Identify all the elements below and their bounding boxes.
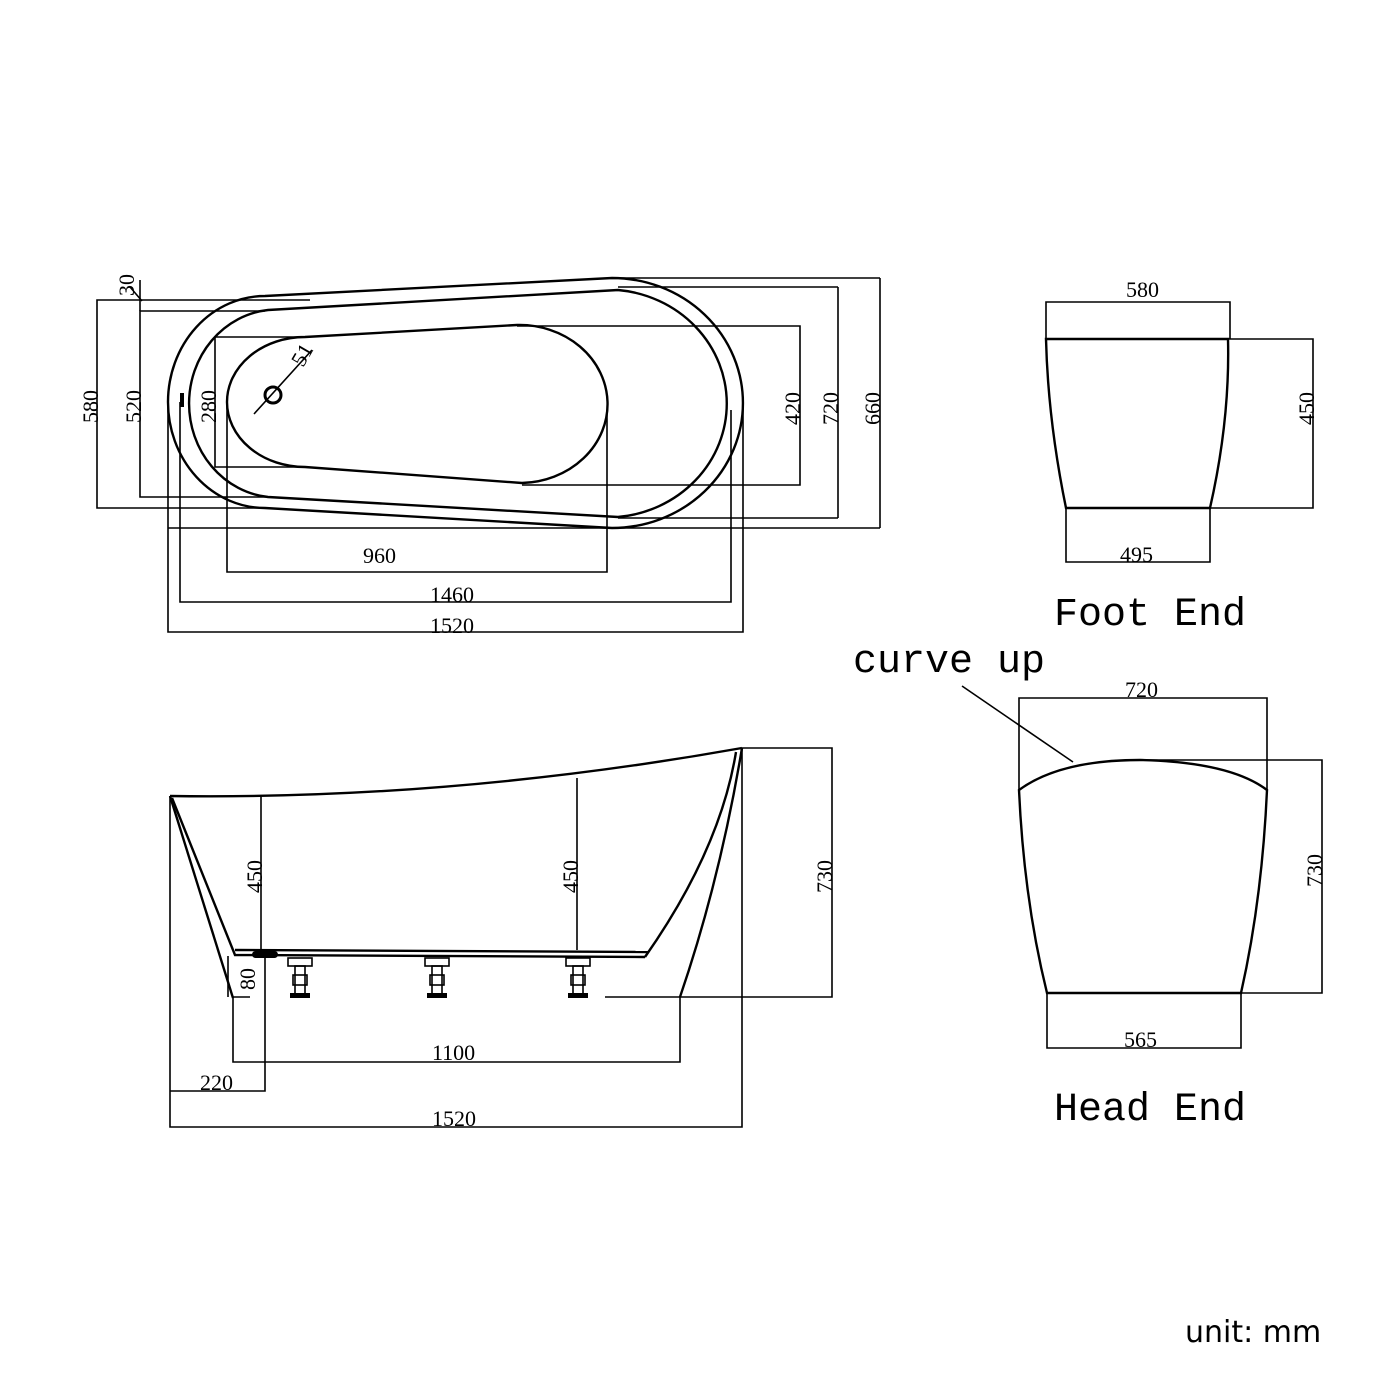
head-end-title: Head End [1054, 1088, 1246, 1133]
dim-660: 660 [860, 392, 885, 425]
dim-head-565: 565 [1124, 1027, 1157, 1052]
dim-450-right: 450 [558, 860, 583, 893]
dim-1460: 1460 [430, 582, 474, 607]
dim-520: 520 [121, 390, 146, 423]
head-end-view: curve up 720 565 730 Head End [853, 640, 1327, 1133]
rim-outline [187, 288, 728, 519]
side-view: 450 450 730 80 1100 220 1520 [168, 746, 837, 1131]
foot-end-title: Foot End [1054, 593, 1246, 638]
dim-drain-51: 51 [286, 339, 319, 371]
dim-80: 80 [235, 968, 260, 990]
dim-580: 580 [78, 390, 103, 423]
basin-outline [225, 323, 609, 485]
dim-960: 960 [363, 543, 396, 568]
foot-end-view: 580 495 450 Foot End [1044, 277, 1319, 638]
top-view: 30 580 520 280 51 420 720 660 960 1460 1… [78, 274, 885, 638]
outer-outline [166, 276, 745, 530]
feet [287, 957, 591, 998]
dim-450-left: 450 [242, 860, 267, 893]
tub-top-edge [169, 746, 743, 798]
curve-up-annotation: curve up [853, 640, 1045, 685]
dim-720: 720 [818, 392, 843, 425]
dim-730: 730 [812, 860, 837, 893]
dim-280: 280 [196, 390, 221, 423]
dim-head-730: 730 [1302, 854, 1327, 887]
dim-30: 30 [114, 274, 139, 296]
dim-220: 220 [200, 1070, 233, 1095]
dim-foot-580: 580 [1126, 277, 1159, 302]
dim-foot-495: 495 [1120, 542, 1153, 567]
dim-foot-450: 450 [1294, 392, 1319, 425]
dim-1100: 1100 [432, 1040, 475, 1065]
dim-1520-side: 1520 [432, 1106, 476, 1131]
dim-1520: 1520 [430, 613, 474, 638]
unit-label: unit: mm [1185, 1315, 1321, 1350]
dim-head-720: 720 [1125, 677, 1158, 702]
dim-420: 420 [780, 392, 805, 425]
drain-icon [263, 385, 283, 405]
